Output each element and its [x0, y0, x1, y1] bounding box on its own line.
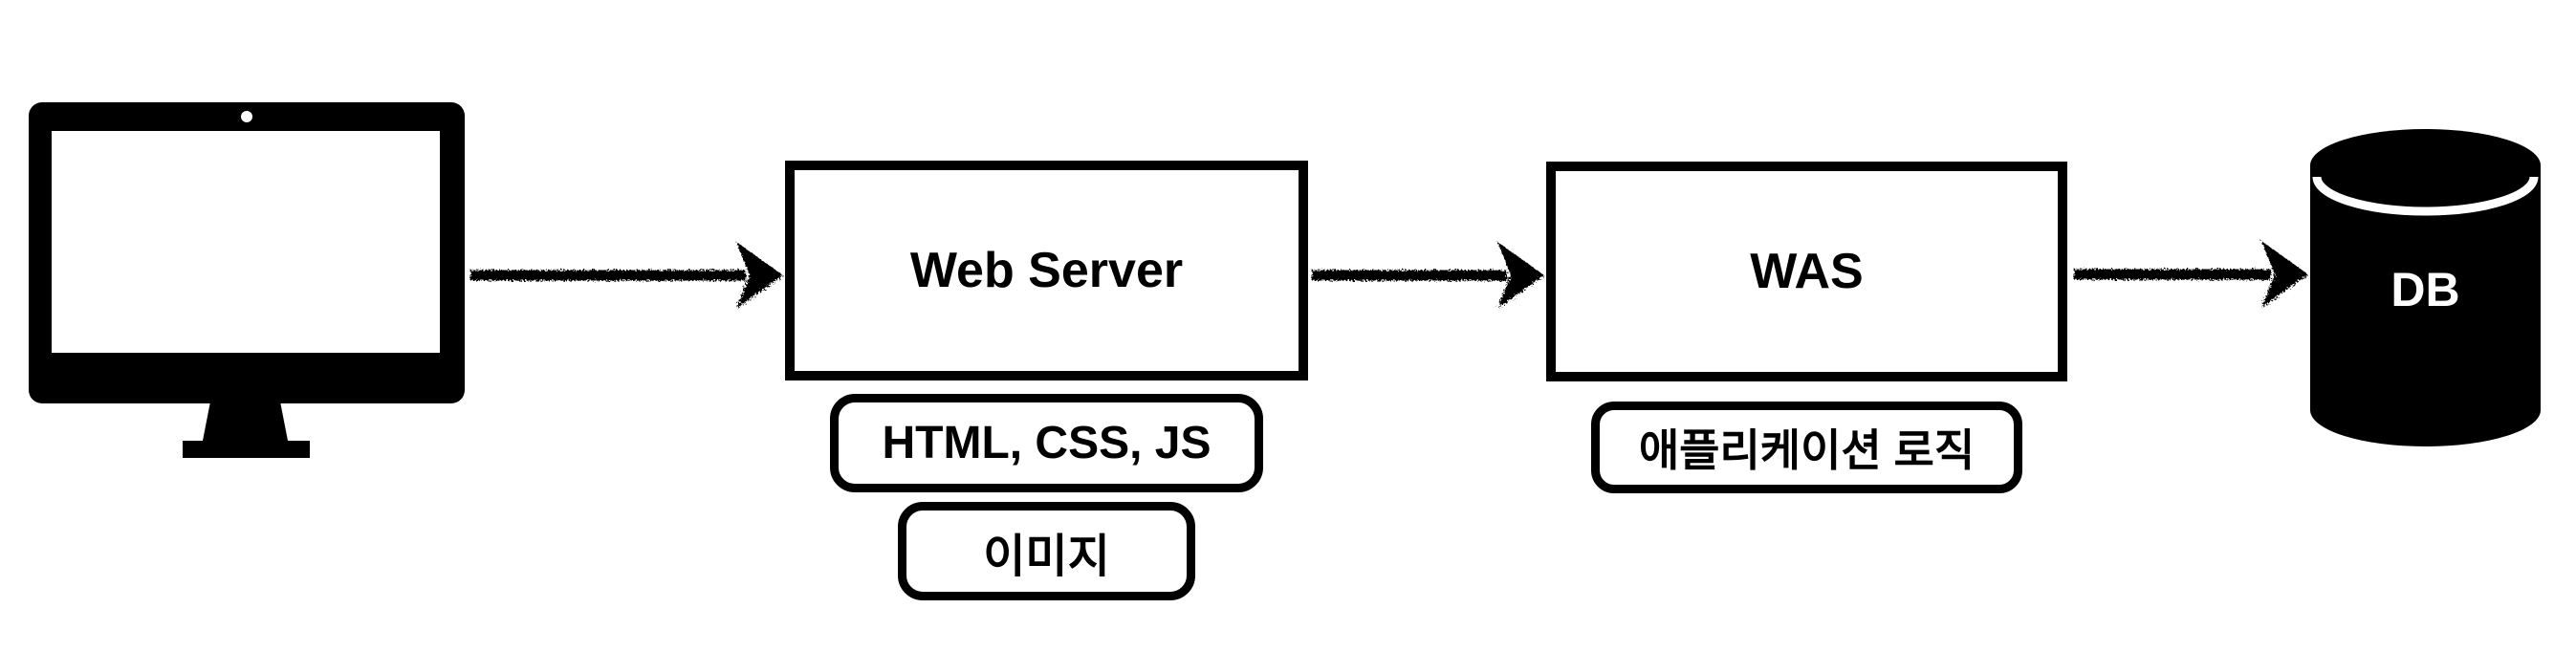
app-logic-tag: 애플리케이션 로직 — [1591, 402, 2022, 493]
was-label: WAS — [1750, 244, 1864, 299]
arrow-icon-was-to-db — [2074, 241, 2308, 308]
arrow-icon-webserver-to-was — [1312, 242, 1544, 309]
database-cylinder-icon: DB — [2310, 129, 2541, 446]
html-css-js-label: HTML, CSS, JS — [882, 418, 1212, 468]
was-node: WAS — [1546, 162, 2067, 381]
web-server-node: Web Server — [785, 161, 1308, 380]
web-server-label: Web Server — [909, 243, 1184, 298]
arrow-icon-client-to-webserver — [470, 242, 783, 309]
html-css-js-tag: HTML, CSS, JS — [830, 394, 1263, 492]
image-label: 이미지 — [983, 531, 1110, 582]
db-label: DB — [2390, 263, 2459, 316]
desktop-monitor-icon — [29, 102, 465, 458]
app-logic-label: 애플리케이션 로직 — [1638, 425, 1976, 475]
image-tag: 이미지 — [898, 502, 1195, 600]
